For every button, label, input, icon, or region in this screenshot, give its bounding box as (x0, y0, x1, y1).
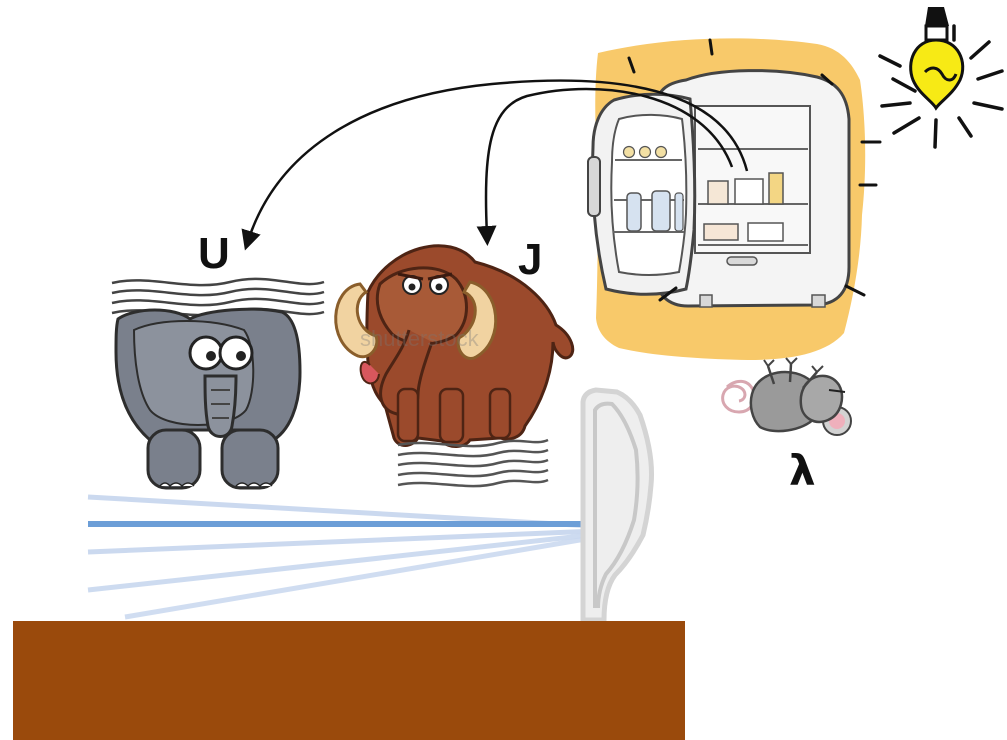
mouse-illustration (723, 358, 851, 435)
mouse-label: λ (789, 450, 816, 492)
light-beams (88, 497, 645, 617)
elephant-illustration (112, 279, 324, 488)
mammoth-label: J (518, 238, 542, 282)
watermark-text: shutterstock (360, 326, 479, 352)
light-bulb-icon (880, 7, 1002, 147)
ground-block (13, 621, 685, 740)
door-handle-shape (583, 390, 652, 620)
elephant-label: U (198, 232, 230, 276)
